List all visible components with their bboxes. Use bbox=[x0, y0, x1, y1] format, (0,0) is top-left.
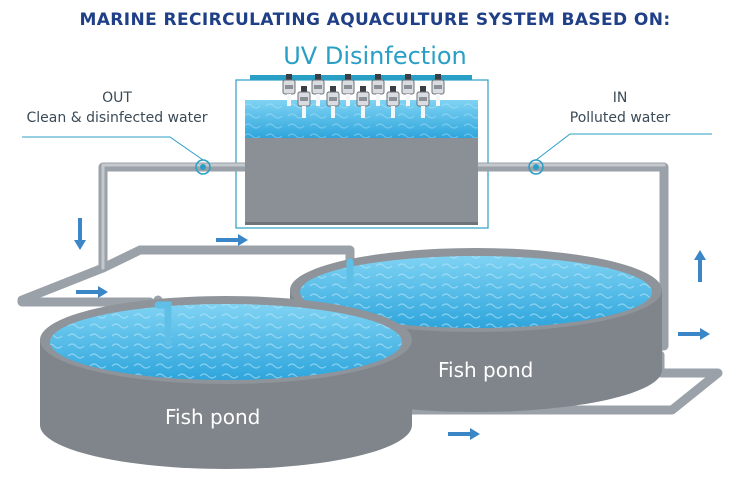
uv-lamp-rail bbox=[250, 75, 472, 80]
out-leader-line bbox=[22, 136, 204, 161]
in-description: Polluted water bbox=[569, 110, 671, 126]
left-pond-label: Fish pond bbox=[165, 405, 261, 429]
in-leader-line bbox=[535, 133, 712, 161]
page-subtitle: UV Disinfection bbox=[283, 42, 467, 70]
out-heading: OUT bbox=[102, 90, 132, 106]
in-heading: IN bbox=[612, 90, 628, 106]
left-fish-pond bbox=[40, 296, 412, 469]
uv-tank bbox=[245, 100, 478, 225]
right-pond-label: Fish pond bbox=[438, 358, 534, 382]
page-title: MARINE RECIRCULATING AQUACULTURE SYSTEM … bbox=[79, 10, 671, 30]
out-description: Clean & disinfected water bbox=[26, 110, 208, 126]
